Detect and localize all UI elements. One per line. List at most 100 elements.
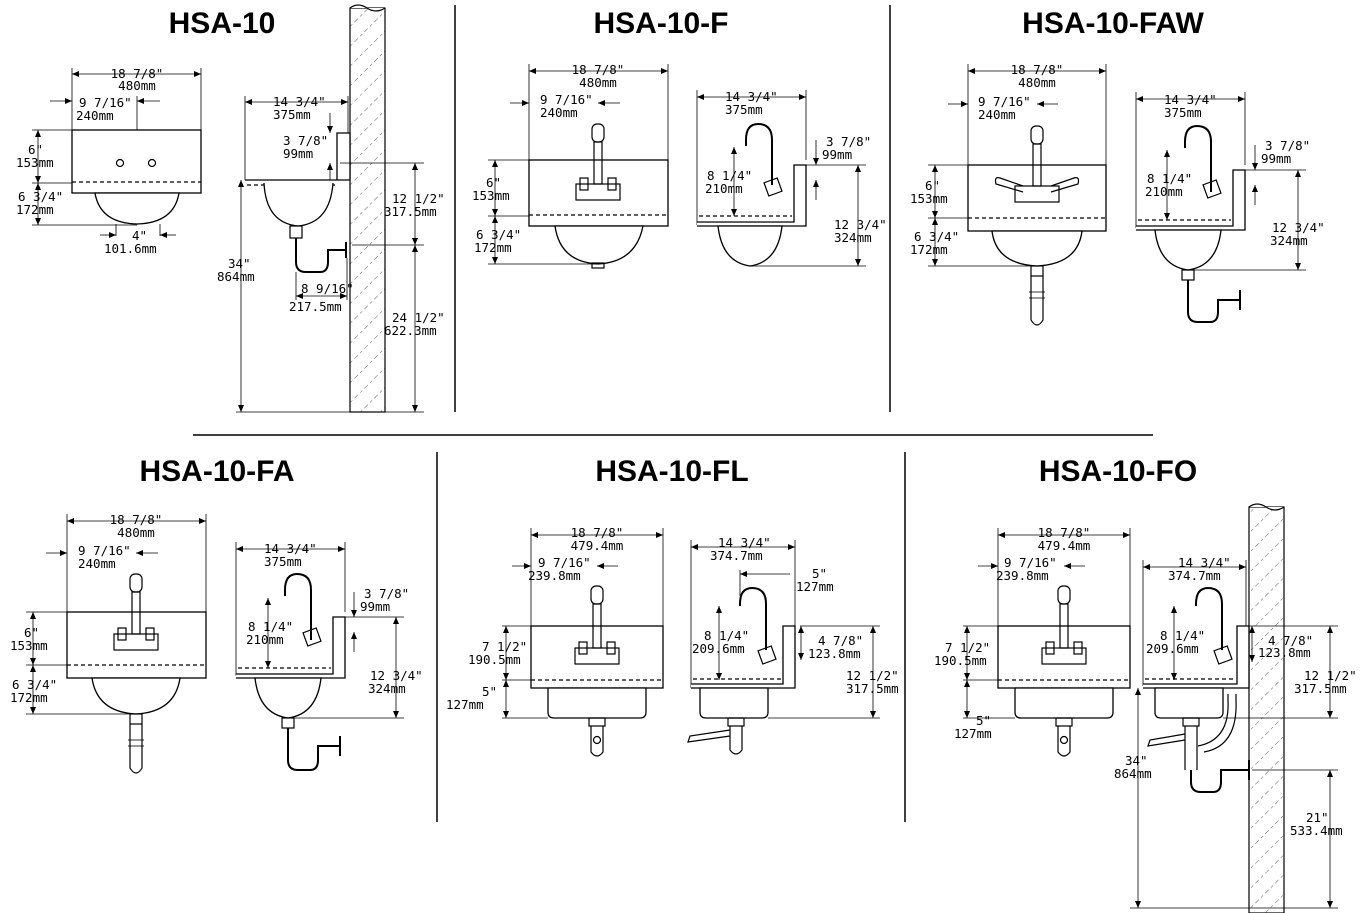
- faucet-dim: 8 1/4": [1160, 628, 1205, 643]
- sink-body: [997, 625, 1131, 689]
- height-mm: 317.5mm: [384, 204, 437, 219]
- bowl-top-mm: 153mm: [16, 155, 54, 170]
- front-view: 18 7/8" 479.4mm 9 7/16" 239.8mm 7 1/2" 1…: [934, 525, 1131, 757]
- height-dim: 12 1/2": [846, 668, 899, 683]
- sink-body: [71, 129, 202, 194]
- splash-dim: 3 7/8": [283, 133, 328, 148]
- faucet-handle: [302, 627, 322, 647]
- center-mm: 240mm: [78, 556, 116, 571]
- faucet-base: [574, 647, 620, 665]
- floor-mm: 864mm: [217, 269, 255, 284]
- knee-lever: [687, 729, 731, 743]
- bowl-depth-mm: 172mm: [10, 690, 48, 705]
- width-mm: 479.4mm: [571, 538, 624, 553]
- sink-bowl: [94, 192, 180, 225]
- width-dim: 18 7/8": [571, 525, 624, 540]
- bowl-top-dim: 6": [486, 175, 501, 190]
- sink-bowl: [1154, 687, 1224, 719]
- bowl-depth-dim: 6 3/4": [476, 227, 521, 242]
- faucet-spout: [591, 123, 605, 143]
- drain-mm: 101.6mm: [104, 241, 157, 256]
- side-view: 14 3/4" 375mm 8 1/4" 210mm 3 7/8" 99mm 1…: [1135, 92, 1325, 323]
- center-dim: 9 7/16": [79, 95, 132, 110]
- bowl-depth-dim: 6 3/4": [914, 229, 959, 244]
- faucet-handle: [1202, 179, 1222, 199]
- sink-bowl: [554, 225, 644, 265]
- drain-lever-knob: [1059, 735, 1069, 745]
- side-view: 14 3/4" 375mm 8 1/4" 210mm 3 7/8" 99mm 1…: [235, 541, 423, 771]
- width-dim: 18 7/8": [111, 66, 164, 81]
- p-trap: [1190, 769, 1249, 793]
- faucet-dim: 8 1/4": [704, 628, 749, 643]
- faucet-dim: 8 1/4": [248, 619, 293, 634]
- faucet-dim: 8 1/4": [1147, 171, 1192, 186]
- faucet-mm: 210mm: [246, 632, 284, 647]
- width-mm: 480mm: [118, 78, 156, 93]
- depth-dim: 14 3/4": [1178, 555, 1231, 570]
- p-trap: [1187, 280, 1240, 323]
- height-dim: 12 3/4": [1272, 220, 1325, 235]
- wall-mm: 533.4mm: [1290, 823, 1343, 838]
- bowl-top-dim: 6": [925, 178, 940, 193]
- sink-bowl: [717, 225, 783, 267]
- bowl-top-mm: 153mm: [910, 191, 948, 206]
- panel-title: HSA-10-FA: [139, 455, 294, 488]
- bowl-depth-dim: 6 3/4": [18, 189, 63, 204]
- panel-hsa-10-fa: HSA-10-FA 18 7/8" 480mm 9 7/16" 240mm: [10, 455, 423, 774]
- faucet-spout: [590, 585, 604, 605]
- panel-title: HSA-10-FAW: [1022, 7, 1204, 40]
- bowl-top-dim: 7 1/2": [482, 639, 527, 654]
- width-mm: 480mm: [579, 75, 617, 90]
- gooseneck-spout: [745, 122, 773, 185]
- splash-shelf: [1136, 169, 1246, 231]
- faucet-dim: 8 1/4": [707, 168, 752, 183]
- bowl-top-mm: 153mm: [10, 638, 48, 653]
- faucet-mm: 209.6mm: [692, 641, 745, 656]
- faucet-spout: [1030, 125, 1044, 145]
- depth-mm: 375mm: [273, 107, 311, 122]
- depth-dim: 14 3/4": [725, 89, 778, 104]
- center-mm: 239.8mm: [996, 568, 1049, 583]
- panel-title: HSA-10: [169, 7, 276, 40]
- spout-mm: 127mm: [796, 579, 834, 594]
- center-dim: 9 7/16": [978, 94, 1031, 109]
- tailpiece: [729, 726, 743, 755]
- floor-mm: 864mm: [1114, 766, 1152, 781]
- depth-mm: 375mm: [725, 102, 763, 117]
- panel-title: HSA-10-FO: [1039, 455, 1197, 488]
- center-dim: 9 7/16": [1004, 555, 1057, 570]
- splash-mm: 99mm: [1261, 151, 1291, 166]
- sink-bowl: [263, 182, 334, 227]
- sink-body: [528, 159, 669, 227]
- splash-dim: 3 7/8": [364, 586, 409, 601]
- side-view: 14 3/4" 374.7mm 5" 127mm 8 1/4" 209.6mm …: [687, 535, 899, 755]
- sink-bowl: [1014, 687, 1114, 719]
- sink-bowl: [254, 677, 322, 719]
- center-mm: 240mm: [978, 107, 1016, 122]
- bowl-depth-mm: 172mm: [474, 240, 512, 255]
- bowl-depth-dim: 5": [976, 713, 991, 728]
- splash-shelf: [691, 625, 796, 689]
- bowl-depth-mm: 172mm: [910, 242, 948, 257]
- faucet-base: [1041, 647, 1087, 665]
- faucet-base: [113, 633, 159, 651]
- faucet-mm: 209.6mm: [1146, 641, 1199, 656]
- wall-section: [349, 7, 386, 413]
- front-view: 18 7/8" 480mm 9 7/16" 240mm 6" 153mm 6 3…: [16, 66, 202, 256]
- panel-hsa-10-fl: HSA-10-FL 18 7/8" 479.4mm 9 7/16" 239.8m…: [446, 455, 899, 757]
- width-dim: 18 7/8": [1038, 525, 1091, 540]
- bowl-top-dim: 6": [24, 625, 39, 640]
- bowl-top-mm: 190.5mm: [934, 653, 987, 668]
- drain-lever-knob: [592, 735, 602, 745]
- depth-dim: 14 3/4": [273, 94, 326, 109]
- tailpiece: [1057, 726, 1071, 757]
- sink-bowl: [547, 687, 647, 719]
- bowl-depth-dim: 6 3/4": [12, 677, 57, 692]
- height-mm: 317.5mm: [846, 681, 899, 696]
- p-trap: [287, 728, 340, 771]
- spout-dim: 5": [812, 566, 827, 581]
- splash-mm: 99mm: [360, 599, 390, 614]
- panel-hsa-10: HSA-10 18 7/8" 480mm 9 7/16" 240mm 6" 15…: [16, 4, 445, 413]
- height-dim: 12 1/2": [1304, 668, 1357, 683]
- sink-bowl: [699, 687, 769, 719]
